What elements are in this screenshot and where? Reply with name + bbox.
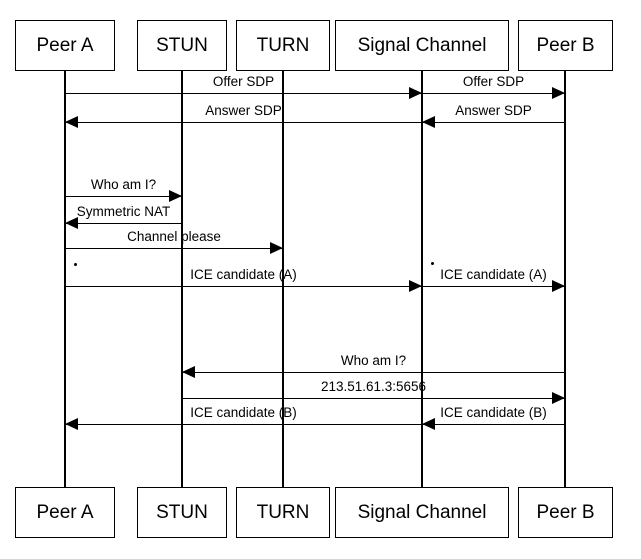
actor-label: Peer B [536,501,595,523]
message-label: Symmetric NAT [76,204,171,219]
actor-label: STUN [156,501,208,523]
message-label: Who am I? [340,353,407,368]
message-label: ICE candidate (B) [440,405,547,420]
message-line [65,122,422,123]
message-arrowhead [409,280,422,292]
message-line [422,286,565,287]
stray-dot [74,263,77,266]
lifeline-turn [282,71,284,487]
actor-box-bottom-peer-a: Peer A [15,487,115,538]
message-arrowhead [182,366,195,378]
message-label: Answer SDP [205,103,282,118]
message-label: 213.51.61.3:5656 [320,379,427,394]
actor-box-bottom-peer-b: Peer B [518,487,613,538]
lifeline-peer-b [564,71,566,487]
message-line [65,223,182,224]
message-line [65,286,422,287]
actor-box-top-signal-channel: Signal Channel [335,20,509,71]
message-label: Channel please [127,229,221,244]
message-arrowhead [409,87,422,99]
actor-label: Peer B [536,34,595,56]
stray-dot [431,262,434,265]
message-label: Offer SDP [212,74,275,89]
message-arrowhead [65,217,78,229]
message-arrowhead [270,242,283,254]
actor-label: Signal Channel [357,34,487,56]
message-arrowhead [552,392,565,404]
actor-label: Signal Channel [357,501,487,523]
actor-box-top-stun: STUN [137,20,227,71]
lifeline-signal-channel [421,71,423,487]
message-line [65,196,182,197]
message-arrowhead [552,280,565,292]
message-line [65,93,422,94]
actor-box-bottom-turn: TURN [236,487,330,538]
message-label: Offer SDP [462,74,525,89]
message-line [182,398,565,399]
message-line [65,248,283,249]
actor-label: Peer A [36,34,94,56]
message-line [182,372,565,373]
message-arrowhead [169,190,182,202]
actor-box-top-turn: TURN [236,20,330,71]
message-label: Answer SDP [455,103,532,118]
actor-box-top-peer-a: Peer A [15,20,115,71]
message-label: ICE candidate (B) [190,405,297,420]
actor-box-bottom-stun: STUN [137,487,227,538]
lifeline-peer-a [64,71,66,487]
actor-box-top-peer-b: Peer B [518,20,613,71]
actor-box-bottom-signal-channel: Signal Channel [335,487,509,538]
message-line [422,424,565,425]
message-arrowhead [65,116,78,128]
actor-label: STUN [156,34,208,56]
message-label: ICE candidate (A) [440,267,547,282]
message-arrowhead [552,87,565,99]
message-arrowhead [65,418,78,430]
actor-label: TURN [256,34,310,56]
actor-label: Peer A [36,501,94,523]
actor-label: TURN [256,501,310,523]
message-line [65,424,422,425]
message-label: Who am I? [90,177,157,192]
message-arrowhead [422,418,435,430]
message-arrowhead [422,116,435,128]
message-label: ICE candidate (A) [190,267,297,282]
message-line [422,93,565,94]
lifeline-stun [181,71,183,487]
message-line [422,122,565,123]
